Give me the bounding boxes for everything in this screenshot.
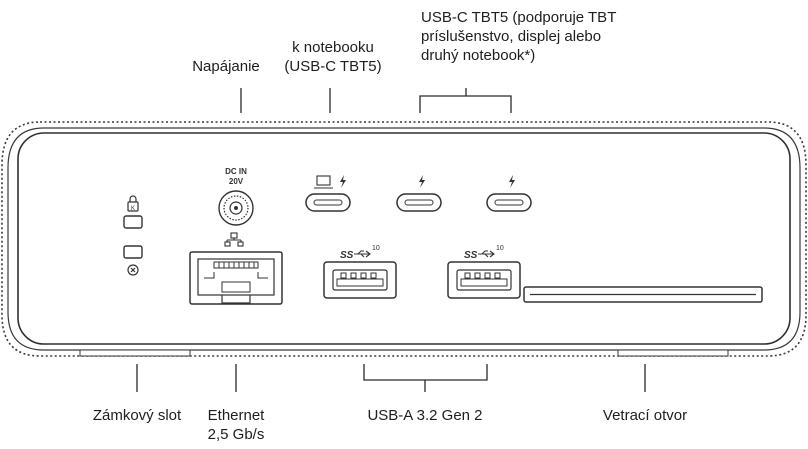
kensington-icon xyxy=(127,264,139,276)
label-usbc-line1: USB-C TBT5 (podporuje TBT xyxy=(421,9,617,26)
leader-lines xyxy=(136,88,646,392)
dc-in-label: DC IN xyxy=(225,167,247,176)
dock-body xyxy=(1,121,807,357)
label-ethernet: Ethernet 2,5 Gb/s xyxy=(176,406,296,444)
usba-port-1: SS 10 xyxy=(323,245,397,299)
front-panel xyxy=(17,132,791,345)
lock-icon: K xyxy=(127,195,139,212)
thunderbolt-icon xyxy=(419,175,425,188)
ethernet-port xyxy=(189,232,283,305)
usb-speed-label: 10 xyxy=(496,245,504,252)
foot-left xyxy=(79,349,191,357)
foot-right xyxy=(617,349,729,357)
label-ethernet-line2: 2,5 Gb/s xyxy=(207,426,265,443)
label-usbc-line3: druhý notebook*) xyxy=(421,47,536,64)
label-host-port: k notebooku (USB-C TBT5) xyxy=(258,38,408,76)
lock-slot: K xyxy=(123,195,143,276)
dc-in-port: DC IN 20V xyxy=(218,167,254,226)
usb-ss-icon: SS xyxy=(340,250,371,261)
lock-slot-bottom xyxy=(123,245,143,259)
label-power: Napájanie xyxy=(192,58,260,75)
leader-usbc xyxy=(419,88,512,113)
vent xyxy=(523,286,763,303)
usbc-port-2 xyxy=(396,175,442,212)
svg-text:K: K xyxy=(131,206,135,212)
svg-text:SS: SS xyxy=(464,250,478,261)
usbc-host-port xyxy=(305,175,351,212)
label-vent: Vetrací otvor xyxy=(602,407,688,424)
usb-speed-label: 10 xyxy=(372,245,380,252)
dc-in-voltage: 20V xyxy=(229,177,244,186)
label-usbc-ports: USB-C TBT5 (podporuje TBT príslušenstvo,… xyxy=(421,8,616,65)
label-usbc-line2: príslušenstvo, displej alebo xyxy=(421,28,602,45)
label-ethernet-line1: Ethernet xyxy=(207,407,265,424)
leader-usba xyxy=(363,364,488,392)
label-usba: USB-A 3.2 Gen 2 xyxy=(367,407,483,424)
label-lock-slot: Zámkový slot xyxy=(92,407,182,424)
usba-port-2: SS 10 xyxy=(447,245,521,299)
label-host-line1: k notebooku xyxy=(292,39,374,56)
thunderbolt-icon xyxy=(340,175,346,188)
thunderbolt-icon xyxy=(509,175,515,188)
usbc-port-3 xyxy=(486,175,532,212)
svg-text:SS: SS xyxy=(340,250,354,261)
usb-ss-icon: SS xyxy=(464,250,495,261)
ethernet-icon xyxy=(224,232,244,247)
label-host-line2: (USB-C TBT5) xyxy=(284,58,382,75)
lock-slot-top xyxy=(123,215,143,229)
laptop-icon xyxy=(314,175,333,189)
